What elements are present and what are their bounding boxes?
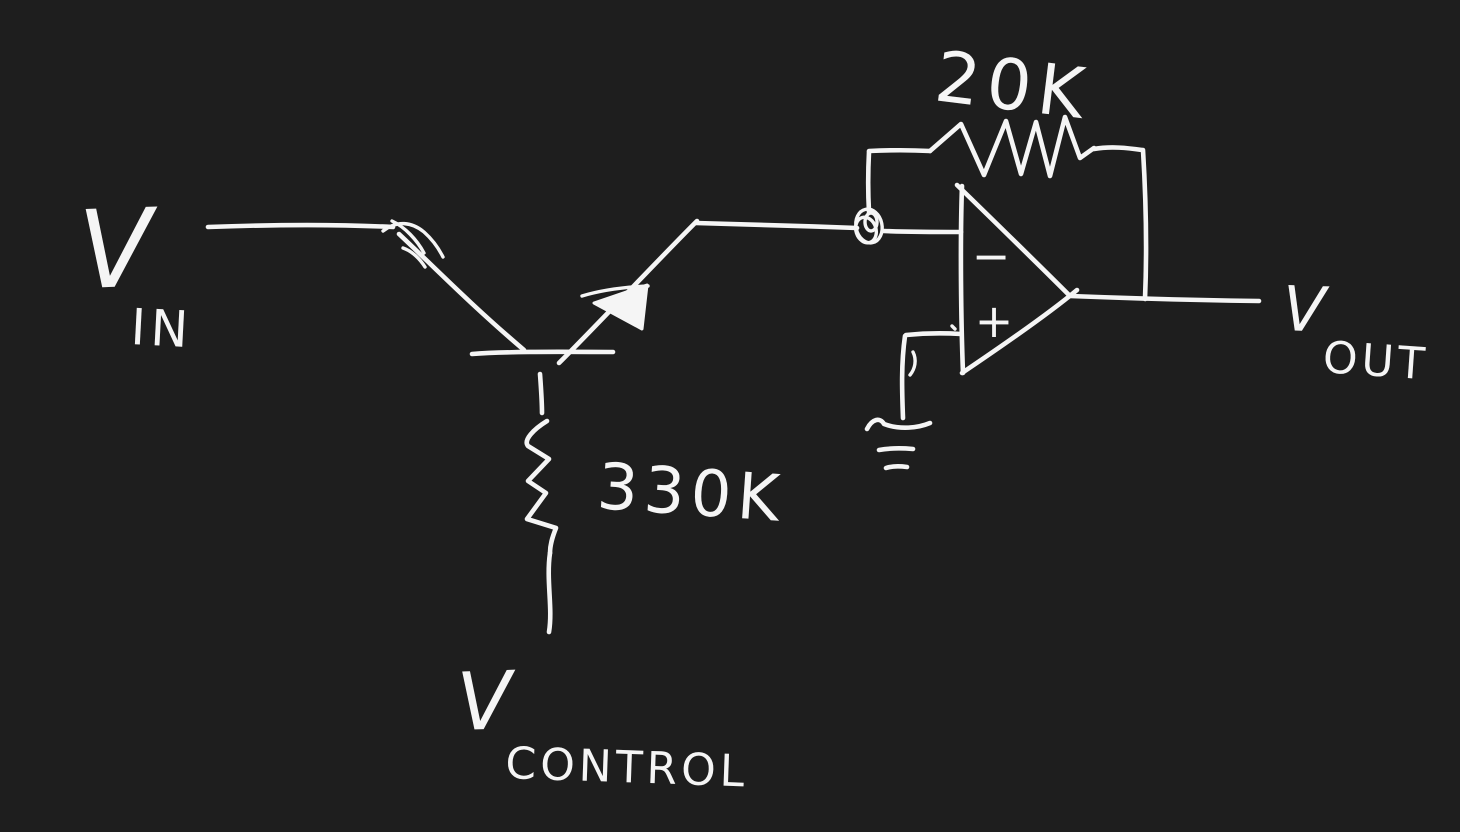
- vcontrol-subscript: CONTROL: [505, 738, 750, 797]
- opamp-bottom-edge: [959, 287, 1080, 376]
- control-wire: [546, 550, 553, 635]
- noninverting-ground-wire: [899, 331, 964, 421]
- transistor-symbol: [469, 218, 700, 416]
- inverting-input-wire: [881, 228, 964, 235]
- emitter-to-node-wire: [693, 220, 860, 231]
- vin-symbol: V: [77, 186, 162, 314]
- feedback-resistor-20k: [865, 114, 1149, 302]
- feedback-resistor-value: 20K: [931, 35, 1096, 135]
- opamp-noninverting-sign: +: [975, 294, 1014, 348]
- vcontrol-label: V CONTROL: [455, 654, 749, 798]
- opamp-inverting-sign: −: [972, 229, 1011, 283]
- ground-symbol-icon: [864, 417, 933, 471]
- vout-label: V OUT: [1281, 272, 1430, 390]
- vout-subscript: OUT: [1321, 332, 1430, 390]
- vin-label: V IN: [77, 186, 195, 359]
- control-resistor-330k: [524, 418, 559, 635]
- transistor-base-bar: [469, 349, 616, 357]
- opamp-top-edge: [954, 182, 1072, 298]
- transistor-base-lead: [537, 371, 545, 416]
- vin-wire: [205, 219, 527, 353]
- output-wire: [1067, 293, 1262, 304]
- control-resistor-value: 330K: [595, 450, 788, 537]
- opamp-symbol: − +: [950, 182, 1080, 376]
- vcontrol-symbol: V: [455, 654, 518, 749]
- vin-subscript: IN: [129, 298, 194, 359]
- opamp-left-edge: [958, 183, 966, 376]
- vout-symbol: V: [1281, 272, 1331, 347]
